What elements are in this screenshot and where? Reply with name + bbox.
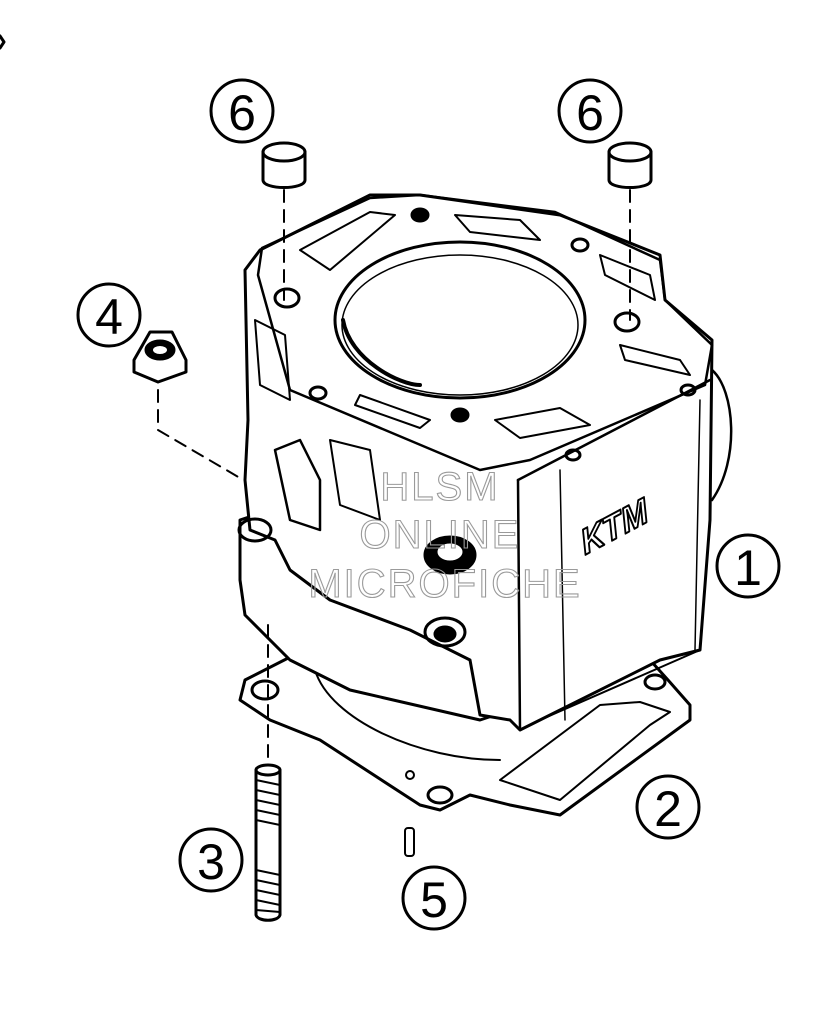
dowel-left <box>261 141 307 189</box>
callout-5-label: 5 <box>420 872 448 928</box>
callout-3-label: 3 <box>197 834 225 890</box>
callout-6-right: 6 <box>557 78 623 144</box>
dowel-right <box>607 141 653 189</box>
callout-5: 5 <box>401 865 467 931</box>
watermark-line-3: MICROFICHE <box>308 562 581 606</box>
callout-4: 4 <box>76 282 142 348</box>
callout-1-label: 1 <box>734 540 762 596</box>
callout-6-left: 6 <box>209 78 275 144</box>
callout-3: 3 <box>178 827 244 893</box>
callouts: 1 2 3 4 5 6 6 <box>76 78 781 931</box>
nut <box>132 330 188 384</box>
callout-4-label: 4 <box>95 289 123 345</box>
callout-2: 2 <box>635 774 701 840</box>
watermark-line-2: ONLINE <box>360 513 521 557</box>
cylinder <box>237 193 733 732</box>
corner-mark <box>0 34 6 50</box>
callout-1: 1 <box>715 533 781 599</box>
callout-6-right-label: 6 <box>576 85 604 141</box>
callout-2-label: 2 <box>654 781 682 837</box>
assembly-lines <box>157 189 631 766</box>
stud <box>254 763 282 922</box>
pin <box>404 827 415 857</box>
callout-6-left-label: 6 <box>228 85 256 141</box>
watermark: HLSM ONLINE MICROFICHE <box>308 464 581 606</box>
watermark-line-1: HLSM <box>380 465 499 509</box>
